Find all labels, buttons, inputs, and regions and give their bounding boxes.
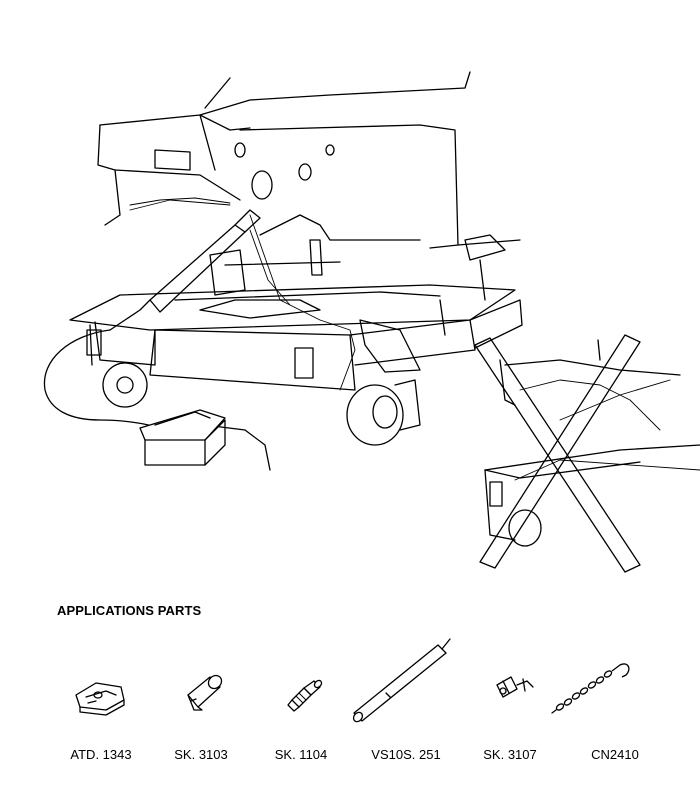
socket-adapter-icon <box>187 674 223 711</box>
part-item-sk-1104: SK. 1104 <box>246 655 356 762</box>
jack-chain-drawing <box>43 199 356 471</box>
part-code: SK. 3103 <box>174 747 228 762</box>
main-illustration <box>43 71 700 573</box>
part-item-atd-1343: ATD. 1343 <box>46 655 156 762</box>
dolly-frame-drawing <box>69 239 523 391</box>
part-code: ATD. 1343 <box>70 747 132 762</box>
support-pad-icon <box>75 682 125 716</box>
wheels-drawing <box>102 362 542 547</box>
section-heading: APPLICATIONS PARTS <box>57 603 202 618</box>
part-item-sk-3107: SK. 3107 <box>455 655 565 762</box>
part-item-cn2410: CN2410 <box>551 655 670 762</box>
part-code: SK. 3107 <box>483 747 537 762</box>
extension-bar-icon <box>352 638 451 723</box>
vehicle-body-drawing <box>97 71 521 301</box>
foot-pump-drawing <box>139 409 226 466</box>
threaded-coupler-icon <box>287 679 323 712</box>
part-code: SK. 1104 <box>274 747 328 762</box>
part-code: VS10S. 251 <box>371 747 441 762</box>
part-item-vs10s-251: VS10S. 251 <box>346 638 466 762</box>
chain-hook-icon <box>551 663 630 714</box>
part-item-sk-3103: SK. 3103 <box>146 655 256 762</box>
part-code: CN2410 <box>591 747 639 762</box>
incorrect-usage-inset <box>474 334 700 573</box>
clevis-pin-icon <box>496 676 534 698</box>
